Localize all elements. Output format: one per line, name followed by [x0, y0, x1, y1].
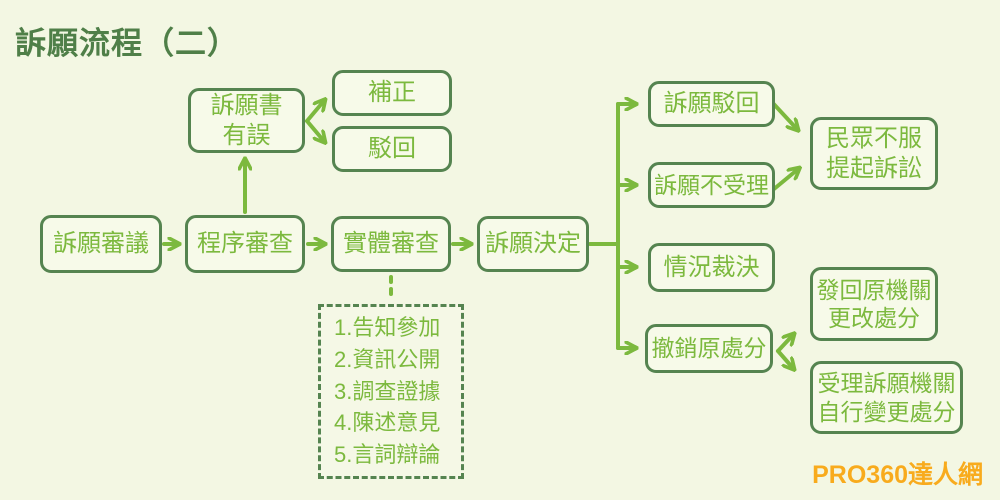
watermark-logo: PRO360達人網: [812, 461, 983, 489]
node-revoke-original-disposition: 撤銷原處分: [645, 324, 773, 373]
procedure-step: 5.言詞辯論: [334, 442, 441, 467]
connector-letter-error-to-rejection: [305, 119, 323, 140]
procedure-step: 1.告知參加: [334, 315, 441, 341]
node-procedural-review: 程序審查: [185, 215, 305, 273]
node-appeal-decision: 訴願決定: [477, 216, 589, 272]
node-return-to-original-agency: 發回原機關 更改處分: [810, 267, 938, 341]
connector-letter-error-to-correction: [305, 102, 323, 123]
node-correction: 補正: [332, 70, 452, 116]
connector-not-accepted-to-lawsuit: [772, 170, 797, 191]
node-substantive-review: 實體審查: [331, 216, 451, 272]
node-accepting-agency-self-change: 受理訴願機關 自行變更處分: [810, 361, 963, 434]
procedure-step: 3.調查證據: [334, 378, 441, 404]
node-appeal-not-accepted: 訴願不受理: [648, 162, 775, 208]
connector-decision-branch-trunk: [588, 102, 620, 350]
connector-revoke-to-return: [776, 336, 792, 353]
node-file-lawsuit: 民眾不服 提起訴訟: [810, 117, 938, 190]
connector-revoke-to-self-change: [776, 349, 792, 367]
node-appeal-letter-error: 訴願書 有誤: [188, 88, 305, 153]
procedure-step: 4.陳述意見: [334, 410, 441, 436]
node-appeal-rejected: 訴願駁回: [648, 81, 775, 127]
node-circumstance-ruling: 情況裁決: [648, 243, 775, 292]
node-rejection: 駁回: [332, 126, 452, 172]
node-appeal-deliberation: 訴願審議: [40, 215, 162, 273]
page-title: 訴願流程（二）: [15, 26, 239, 61]
procedure-steps-list: 1.告知參加 2.資訊公開 3.調查證據 4.陳述意見 5.言詞辯論: [318, 304, 464, 479]
procedure-step: 2.資訊公開: [334, 346, 441, 372]
